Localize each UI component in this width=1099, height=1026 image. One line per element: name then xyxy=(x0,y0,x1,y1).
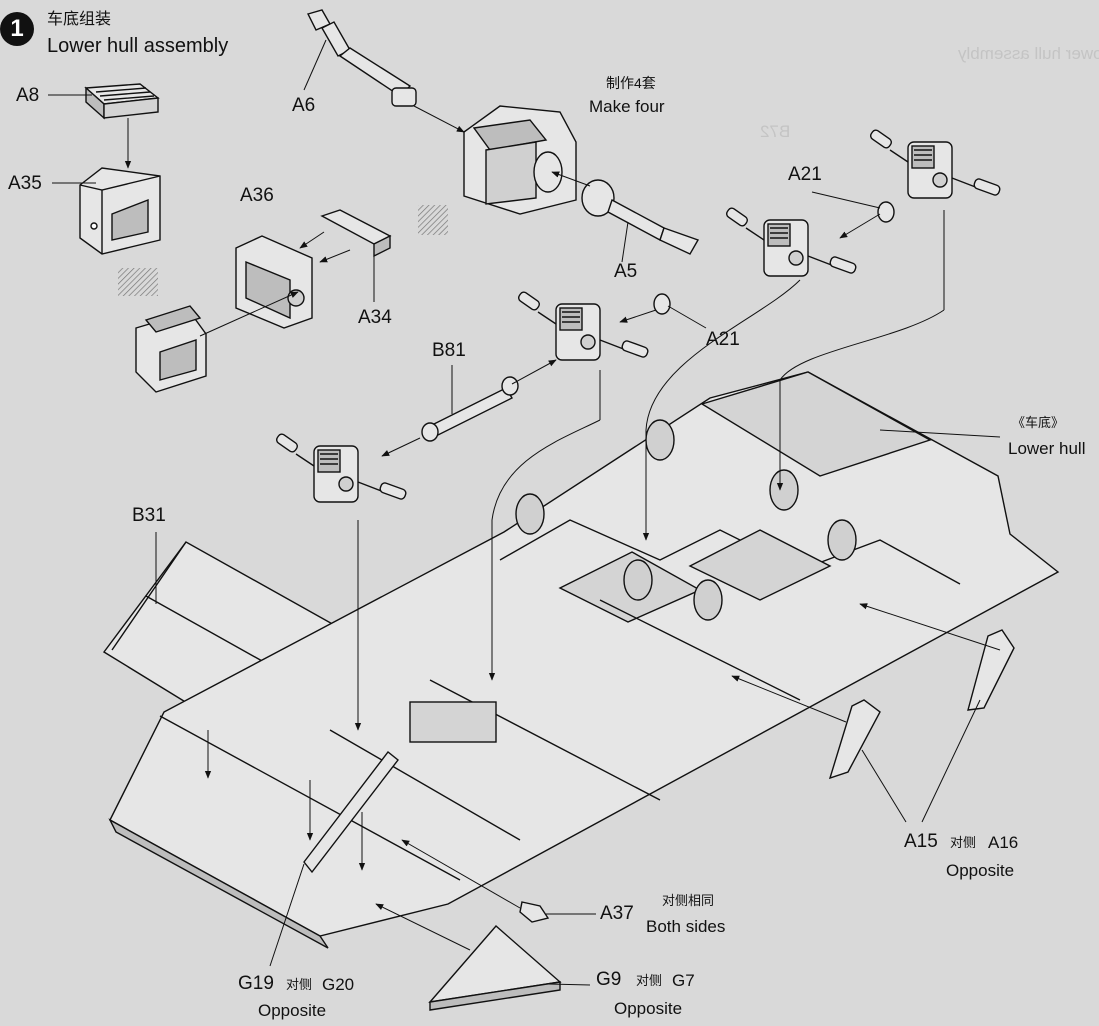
bogie-assembly-4 xyxy=(274,431,408,503)
bogie-assembly-3 xyxy=(516,289,650,361)
part-g9 xyxy=(428,925,562,1011)
make-four-cn: 制作4套 xyxy=(606,75,656,91)
lower-hull-en: Lower hull xyxy=(1008,439,1086,458)
label-a36: A36 xyxy=(240,185,274,206)
part-a16 xyxy=(967,629,1015,711)
part-a8 xyxy=(84,83,160,120)
part-block-left xyxy=(135,305,207,393)
step-title-en: Lower hull assembly xyxy=(47,35,229,57)
bogie-assembly-1 xyxy=(868,127,1002,199)
part-b81 xyxy=(421,376,519,442)
step-title-cn: 车底组装 xyxy=(47,11,112,28)
label-g9: G9 xyxy=(596,969,622,990)
part-a35 xyxy=(79,167,161,255)
part-a36 xyxy=(235,235,313,329)
lower-hull-cn: 《车底》 xyxy=(1012,415,1065,430)
bogie-assembly-2 xyxy=(724,205,858,277)
part-g19 xyxy=(303,751,399,874)
label-a34: A34 xyxy=(358,307,392,328)
part-a5 xyxy=(581,179,700,255)
part-a21-top xyxy=(877,201,895,223)
label-g19: G19 xyxy=(238,973,274,994)
g19-opposite-en: Opposite xyxy=(258,1001,327,1020)
part-a15 xyxy=(828,699,881,780)
label-a16: A16 xyxy=(988,833,1019,852)
leader-lines xyxy=(48,39,1001,986)
label-a35: A35 xyxy=(8,173,42,194)
make-four-en: Make four xyxy=(589,97,665,116)
a15-opposite-en: Opposite xyxy=(946,861,1015,880)
label-a8: A8 xyxy=(16,85,40,106)
part-bogie-large xyxy=(463,105,577,215)
a37-both-sides-en: Both sides xyxy=(646,917,726,936)
label-a5: A5 xyxy=(614,261,638,282)
g9-opposite-en: Opposite xyxy=(614,999,683,1018)
part-a6 xyxy=(306,9,417,107)
label-a6: A6 xyxy=(292,95,316,116)
g9-opposite-cn: 对侧 xyxy=(636,973,663,988)
part-a37 xyxy=(519,901,550,923)
step-number-badge: 1 xyxy=(0,12,34,46)
part-a21-mid xyxy=(653,293,671,315)
g19-opposite-cn: 对侧 xyxy=(286,977,313,992)
label-g7: G7 xyxy=(672,971,695,990)
label-a15: A15 xyxy=(904,831,938,852)
label-b81: B81 xyxy=(432,340,466,361)
a37-both-sides-cn: 对侧相同 xyxy=(662,893,715,908)
label-g20: G20 xyxy=(322,975,355,994)
assembly-arrows xyxy=(124,105,1001,951)
label-a21-top: A21 xyxy=(788,164,822,185)
part-a34 xyxy=(320,209,392,258)
label-a21-mid: A21 xyxy=(706,329,740,350)
a15-opposite-cn: 对侧 xyxy=(950,835,977,850)
label-a37: A37 xyxy=(600,903,634,924)
part-lower-hull xyxy=(108,371,1060,949)
label-b31: B31 xyxy=(132,505,166,526)
